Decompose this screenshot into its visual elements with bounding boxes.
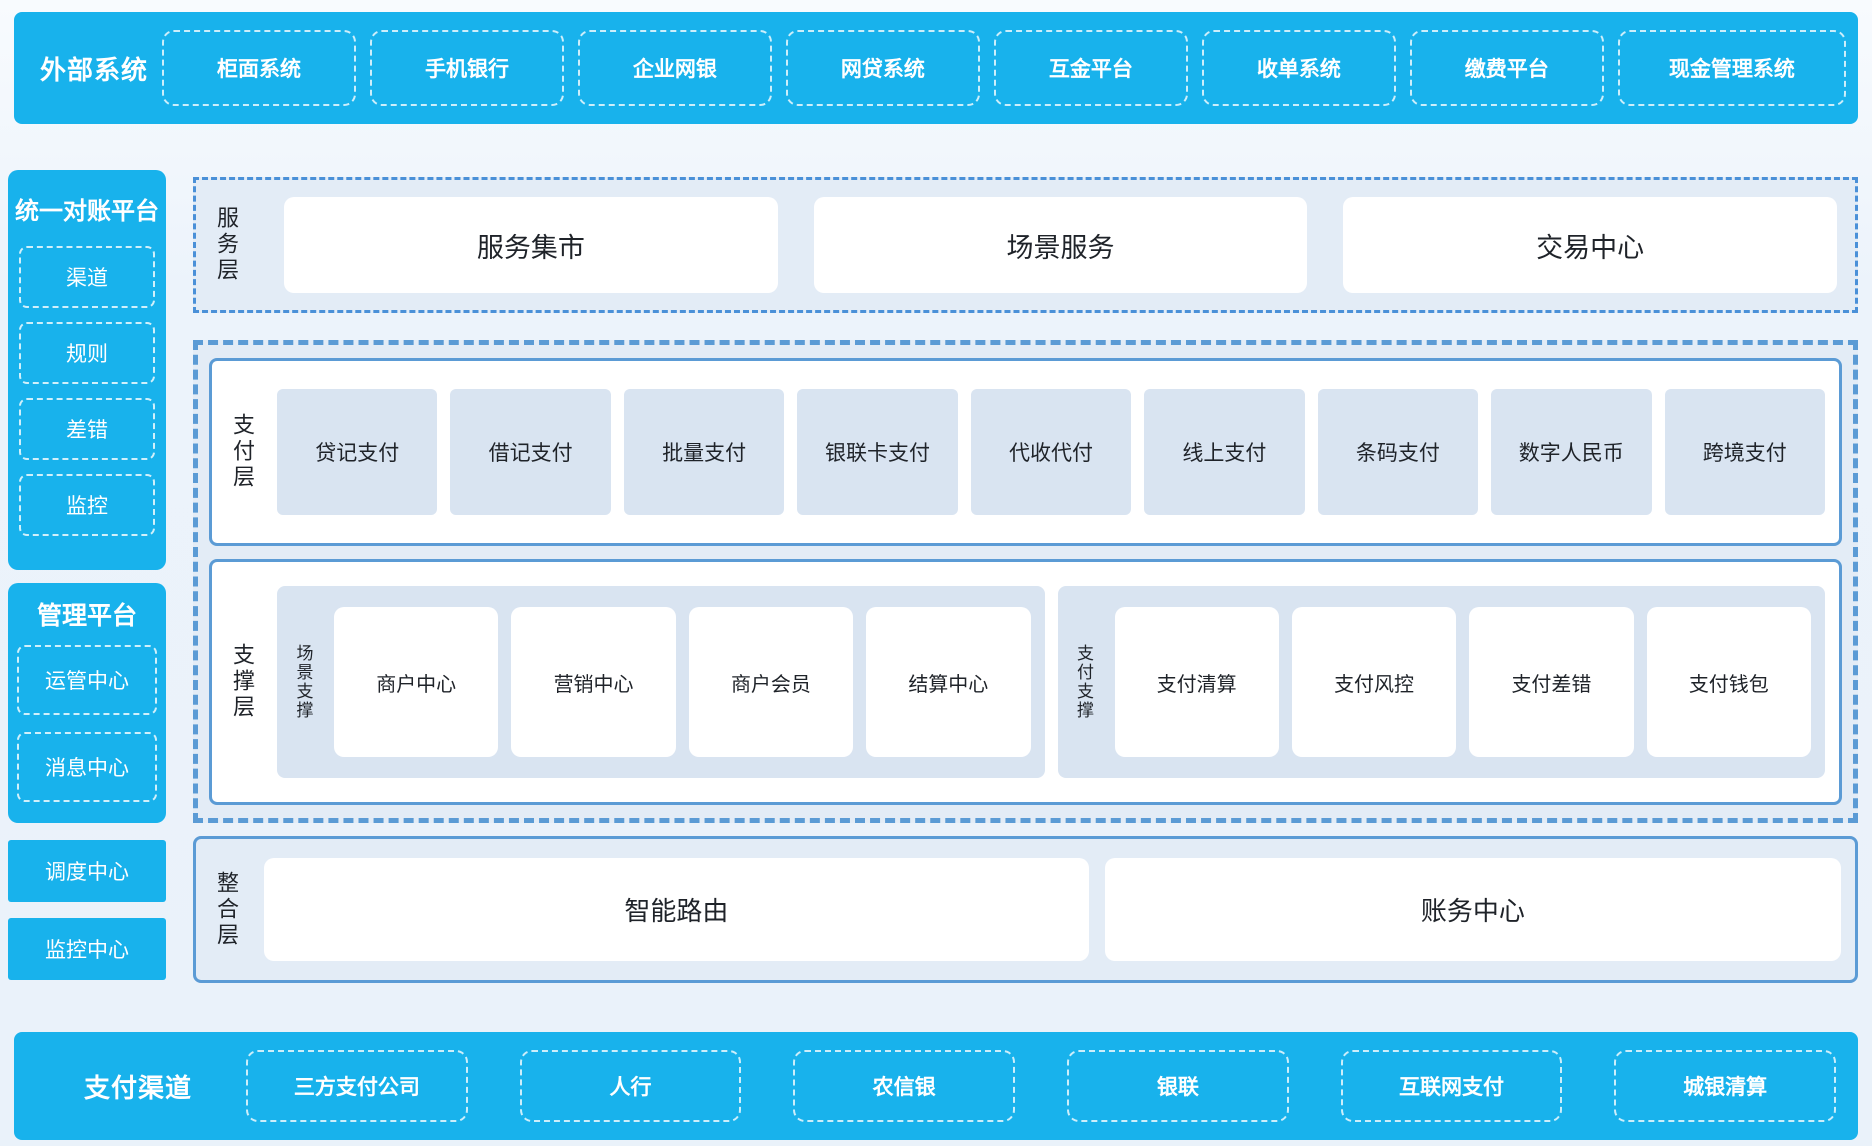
payment-card-debit: 借记支付 (450, 389, 611, 515)
channel-third-party-payment: 三方支付公司 (246, 1050, 468, 1122)
payment-channels-title: 支付渠道 (84, 1073, 193, 1104)
marketing-center-card: 营销中心 (511, 607, 676, 757)
reconciliation-platform-title: 统一对账平台 (15, 196, 159, 225)
merchant-member-card: 商户会员 (688, 607, 854, 757)
payment-card-online: 线上支付 (1144, 389, 1305, 515)
smart-routing-box: 智能路由 (264, 858, 1089, 961)
merchant-center-card: 商户中心 (334, 607, 499, 757)
service-layer: 服务层 服务集市 场景服务 交易中心 (193, 177, 1858, 313)
main-layers: 服务层 服务集市 场景服务 交易中心 支付层 贷记支付 借记支付 批量支付 银联… (193, 177, 1858, 983)
external-system-counter: 柜面系统 (162, 30, 356, 106)
external-systems-items: 柜面系统 手机银行 企业网银 网贷系统 互金平台 收单系统 缴费平台 现金管理系… (162, 12, 1858, 124)
channel-pboc: 人行 (519, 1050, 742, 1122)
channel-rural-credit-bank: 农信银 (793, 1050, 1016, 1122)
external-system-corporate-ebank: 企业网银 (577, 30, 772, 106)
payment-channels-banner: 支付渠道 三方支付公司 人行 农信银 银联 互联网支付 城银清算 (14, 1032, 1858, 1140)
payment-risk-card: 支付风控 (1291, 607, 1457, 757)
transaction-center-box: 交易中心 (1343, 197, 1838, 293)
integration-layer: 整合层 智能路由 账务中心 (193, 836, 1858, 983)
dispatch-center-block: 调度中心 (8, 840, 166, 902)
service-layer-label: 服务层 (213, 206, 238, 284)
payment-card-barcode: 条码支付 (1317, 389, 1479, 515)
payment-card-credit: 贷记支付 (277, 389, 438, 515)
reconciliation-item-monitor: 监控 (19, 474, 155, 536)
integration-layer-label: 整合层 (213, 870, 238, 949)
external-system-mobile-bank: 手机银行 (369, 30, 564, 106)
settlement-center-card: 结算中心 (866, 607, 1031, 757)
external-systems-title: 外部系统 (40, 55, 149, 86)
payment-support-group: 支付支撑 支付清算 支付风控 支付差错 支付钱包 (1057, 586, 1825, 778)
core-layers-container: 支付层 贷记支付 借记支付 批量支付 银联卡支付 代收代付 线上支付 条码支付 … (193, 340, 1858, 823)
reconciliation-item-error: 差错 (19, 398, 155, 460)
reconciliation-platform-block: 统一对账平台 渠道 规则 差错 监控 (8, 170, 166, 570)
payment-clearing-card: 支付清算 (1114, 607, 1279, 757)
external-system-online-loan: 网贷系统 (785, 30, 980, 106)
scene-service-box: 场景服务 (813, 197, 1308, 293)
channel-unionpay: 银联 (1067, 1050, 1289, 1122)
accounting-center-box: 账务中心 (1104, 858, 1841, 961)
monitor-center-block: 监控中心 (8, 918, 166, 980)
scene-support-label: 场景支撑 (292, 644, 313, 720)
external-systems-banner: 外部系统 柜面系统 手机银行 企业网银 网贷系统 互金平台 收单系统 缴费平台 … (14, 12, 1858, 124)
channel-internet-payment: 互联网支付 (1340, 1050, 1563, 1122)
support-layer-label: 支撑层 (229, 643, 254, 721)
payment-layer-label: 支付层 (229, 413, 254, 491)
payment-card-batch: 批量支付 (623, 389, 785, 515)
management-item-message-center: 消息中心 (17, 732, 157, 802)
payment-card-unionpay-card: 银联卡支付 (797, 389, 958, 515)
channel-city-bank-clearing: 城银清算 (1614, 1050, 1837, 1122)
management-platform-title: 管理平台 (36, 601, 137, 630)
external-system-fee-payment: 缴费平台 (1409, 30, 1604, 106)
service-market-box: 服务集市 (284, 197, 778, 293)
payment-channels-items: 三方支付公司 人行 农信银 银联 互联网支付 城银清算 (246, 1032, 1858, 1140)
reconciliation-item-channel: 渠道 (19, 246, 155, 308)
management-platform-block: 管理平台 运管中心 消息中心 (8, 583, 166, 823)
scene-support-group: 场景支撑 商户中心 营销中心 商户会员 结算中心 (277, 586, 1045, 778)
external-system-cash-management: 现金管理系统 (1617, 30, 1846, 106)
payment-support-label: 支付支撑 (1073, 644, 1093, 720)
payment-card-cross-border: 跨境支付 (1664, 389, 1825, 515)
reconciliation-item-rules: 规则 (19, 322, 155, 384)
external-system-internet-finance: 互金平台 (993, 30, 1188, 106)
payment-card-digital-rmb: 数字人民币 (1491, 389, 1652, 515)
support-layer: 支撑层 场景支撑 商户中心 营销中心 商户会员 结算中心 支付支撑 支付清算 支… (209, 559, 1842, 805)
sidebar: 统一对账平台 渠道 规则 差错 监控 管理平台 运管中心 消息中心 调度中心 监… (8, 170, 166, 980)
payment-wallet-card: 支付钱包 (1646, 607, 1811, 757)
management-item-operations-center: 运管中心 (17, 645, 157, 715)
payment-layer: 支付层 贷记支付 借记支付 批量支付 银联卡支付 代收代付 线上支付 条码支付 … (209, 358, 1842, 546)
external-system-acquiring: 收单系统 (1201, 30, 1396, 106)
payment-error-card: 支付差错 (1469, 607, 1634, 757)
payment-card-collection: 代收代付 (970, 389, 1132, 515)
